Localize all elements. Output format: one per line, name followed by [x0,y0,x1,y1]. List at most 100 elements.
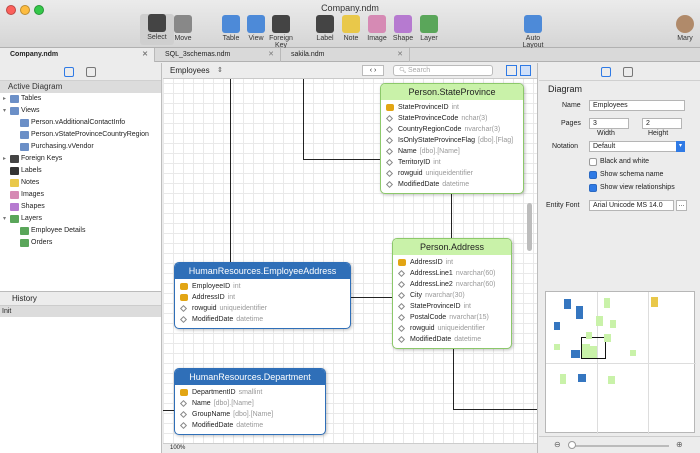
field-icon [385,136,394,145]
tool-label: Layer [420,35,438,42]
split-view-icon[interactable] [506,65,517,76]
close-tab-icon[interactable]: ✕ [142,51,148,58]
height-field[interactable]: 2 [642,118,682,129]
sidebar-view-icon[interactable] [520,65,531,76]
sidebar-item-images[interactable]: Images [0,189,161,201]
sidebar-item-foreign-keys[interactable]: ▸Foreign Keys [0,153,161,165]
properties-icon[interactable] [601,67,611,77]
chevron-updown-icon[interactable]: ⇕ [217,67,223,74]
sidebar-item-shapes[interactable]: Shapes [0,201,161,213]
image-view-icon[interactable] [86,67,96,77]
chevron-down-icon[interactable]: ▾ [676,141,685,152]
search-input[interactable]: Search [393,65,493,76]
entity-field-row[interactable]: IsOnlyStateProvinceFlag[dbo].[Flag] [381,135,523,146]
sidebar-item-employee-details[interactable]: Employee Details [0,225,161,237]
zoom-out-icon[interactable]: ⊖ [554,440,561,449]
width-field[interactable]: 3 [589,118,629,129]
tool-auto-layout-button[interactable]: Auto Layout [516,15,550,49]
sidebar-item-purchasing-vvendor[interactable]: Purchasing.vVendor [0,141,161,153]
history-item-init[interactable]: Init [0,306,161,317]
tab-sql-3schemas[interactable]: SQL_3schemas.ndm✕ [155,48,281,62]
sidebar-item-tables[interactable]: ▸Tables [0,93,161,105]
sidebar-item-person-vadditionalcontactinfo[interactable]: Person.vAdditionalContactInfo [0,117,161,129]
diagram-canvas[interactable]: Employees ⇕ ‹ › Search 🔍︎ 100% Person.St… [163,63,538,453]
view-icon [247,15,265,33]
tool-layer-button[interactable]: Layer [412,15,446,42]
vertical-scrollbar[interactable] [527,203,532,251]
show-schema-checkbox[interactable] [589,171,597,179]
show-view-relationships-checkbox[interactable] [589,184,597,192]
tab-sakila[interactable]: sakila.ndm✕ [281,48,410,62]
minimap-viewport[interactable] [581,337,606,359]
sidebar-item-views[interactable]: ▾Views [0,105,161,117]
tool-note-button[interactable]: Note [334,15,368,42]
sidebar-item-labels[interactable]: Labels [0,165,161,177]
diagram-name-field[interactable]: Employees [589,100,685,111]
sidebar-item-person-vstateprovincecountryregion[interactable]: Person.vStateProvinceCountryRegion [0,129,161,141]
tool-view-button[interactable]: View [239,15,273,42]
tool-table-button[interactable]: Table [214,15,248,42]
disclosure-icon[interactable]: ▸ [3,156,7,162]
sidebar-item-orders[interactable]: Orders [0,237,161,249]
disclosure-icon[interactable]: ▾ [3,108,7,114]
diagram-select[interactable]: Employees [170,66,210,75]
close-tab-icon[interactable]: ✕ [397,51,403,58]
tool-select-button[interactable]: Select [140,14,174,45]
tool-label-button[interactable]: Label [308,15,342,42]
entity-field-row[interactable]: Name[dbo].[Name] [381,146,523,157]
zoom-window-icon[interactable] [34,5,44,15]
tree-item-label: Orders [31,239,53,246]
disclosure-icon[interactable]: ▾ [3,216,7,222]
font-picker-button[interactable]: ... [676,200,687,211]
zoom-level[interactable]: 100% [170,445,186,451]
diagram-minimap[interactable] [545,291,696,434]
diagram-tree-icon[interactable] [64,67,74,77]
tab-company[interactable]: Company.ndm✕ [0,48,155,62]
zoom-slider[interactable] [569,445,669,447]
disclosure-icon[interactable]: ▸ [3,96,7,102]
entity-font-field[interactable]: Arial Unicode MS 14.0 [589,200,674,211]
entity-field-row[interactable]: GroupName[dbo].[Name] [175,409,325,420]
zoom-slider-knob[interactable] [568,441,576,449]
sidebar-item-notes[interactable]: Notes [0,177,161,189]
black-white-checkbox[interactable] [589,158,597,166]
tool-mary-button[interactable]: Mary [668,15,700,42]
tool-image-button[interactable]: Image [360,15,394,42]
image-view-icon[interactable] [623,67,633,77]
tool-shape-button[interactable]: Shape [386,15,420,42]
tool-foreign-key-button[interactable]: Foreign Key [264,15,298,49]
entity-field-row[interactable]: Name[dbo].[Name] [175,398,325,409]
tool-move-button[interactable]: Move [166,15,200,42]
sidebar-item-layers[interactable]: ▾Layers [0,213,161,225]
close-window-icon[interactable] [6,5,16,15]
notation-select[interactable]: Default [589,141,685,152]
zoom-in-icon[interactable]: ⊕ [676,440,683,449]
close-tab-icon[interactable]: ✕ [268,51,274,58]
nav-arrows[interactable]: ‹ › [362,65,384,76]
minimize-window-icon[interactable] [20,5,30,15]
